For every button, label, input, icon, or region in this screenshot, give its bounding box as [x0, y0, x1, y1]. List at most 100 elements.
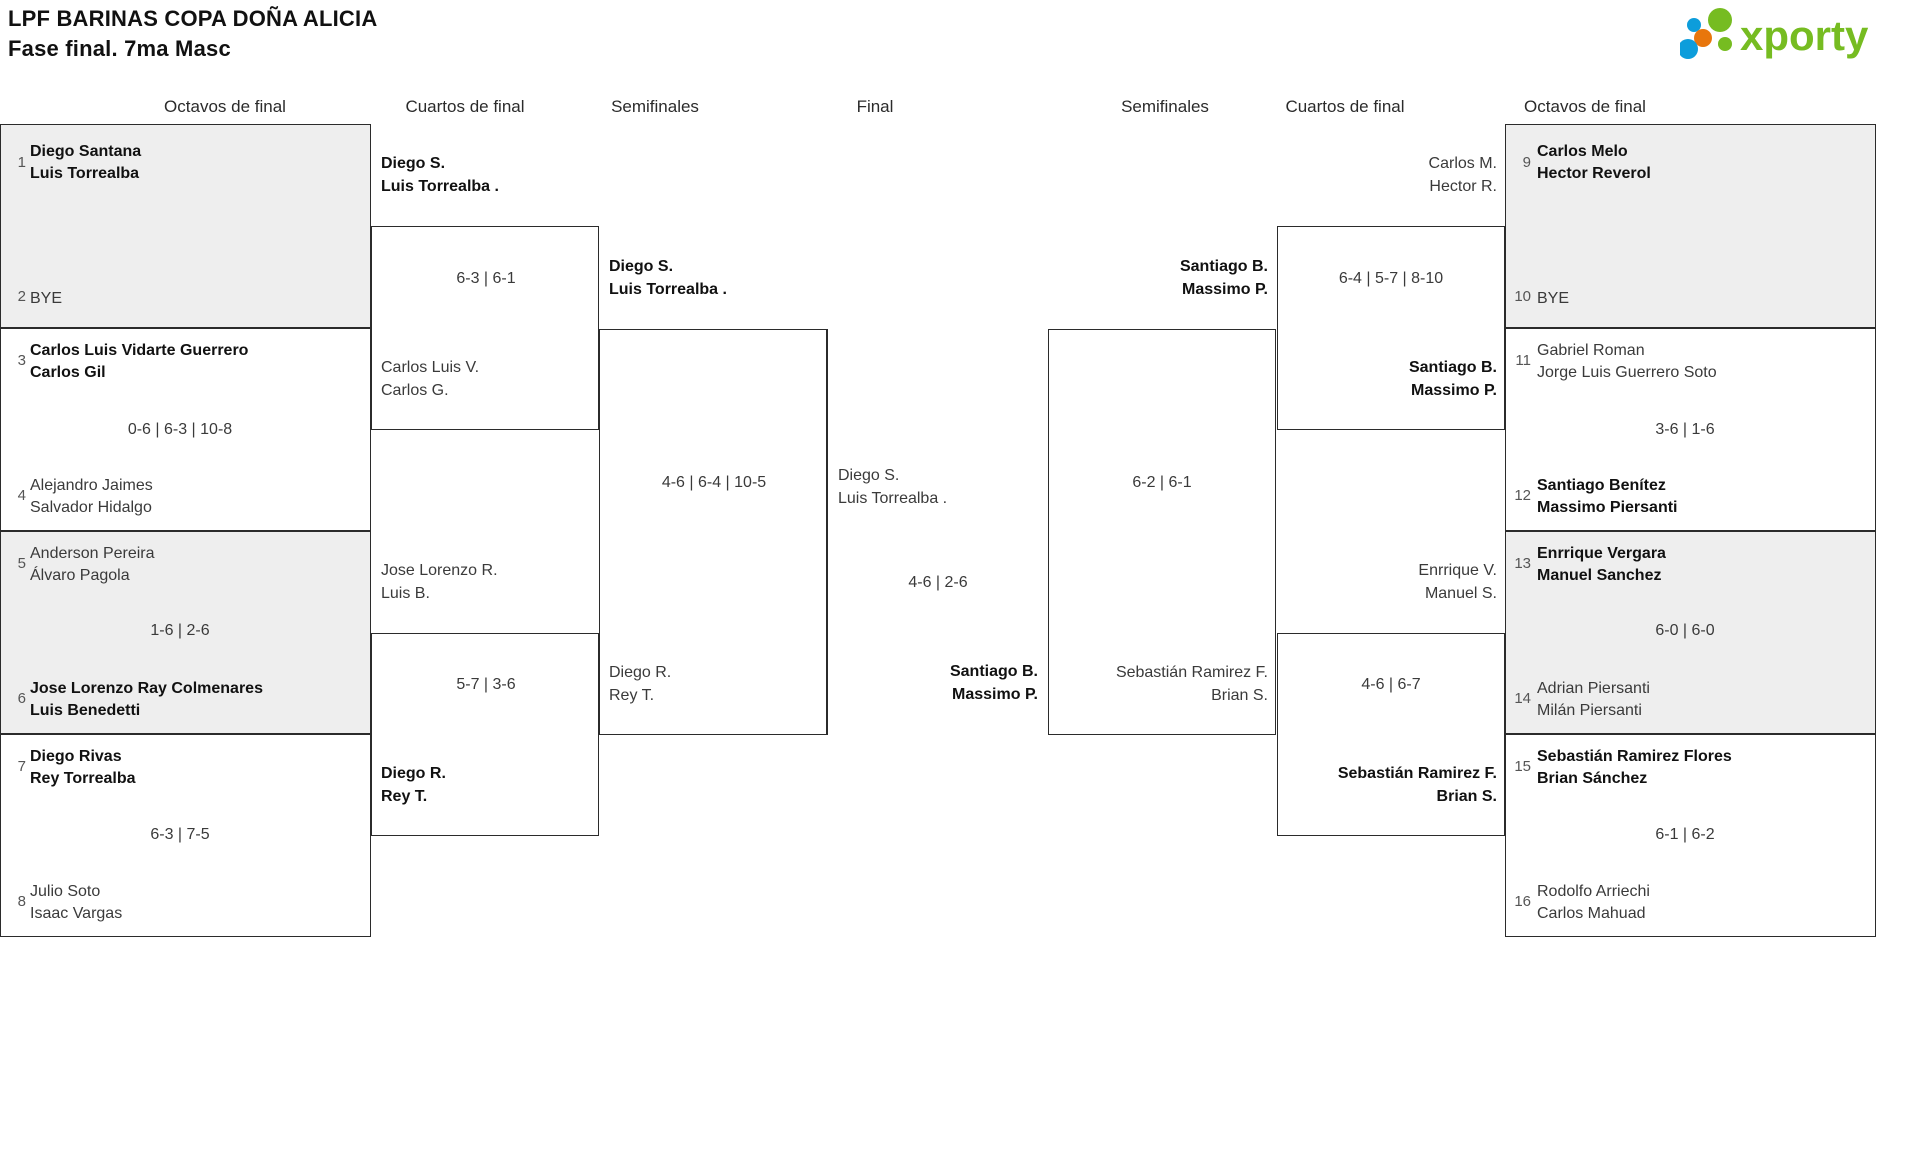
- match-box-l16-4[interactable]: [0, 734, 371, 937]
- score-l16-3: 1-6 | 2-6: [150, 622, 210, 639]
- seed-7: 7: [17, 758, 26, 775]
- match-box-lsf-1[interactable]: [599, 329, 827, 735]
- player-r16-15-line1: Sebastián Ramirez Flores: [1537, 748, 1732, 765]
- player-lsf-1-line2: Luis Torrealba .: [609, 281, 727, 298]
- player-l16-8-line1: Julio Soto: [30, 883, 101, 900]
- player-lqf-3-line1: Jose Lorenzo R.: [381, 562, 498, 579]
- player-final-2-line1: Santiago B.: [949, 663, 1038, 680]
- player-lsf-2-line2: Rey T.: [609, 687, 655, 704]
- final-divider-left: [827, 329, 828, 735]
- match-box-r16-4[interactable]: [1505, 734, 1876, 937]
- player-l16-3-line2: Carlos Gil: [30, 364, 106, 381]
- player-rqf-3-line2: Manuel S.: [1424, 585, 1497, 602]
- seed-8: 8: [17, 893, 26, 910]
- player-r16-13-line1: Enrrique Vergara: [1537, 545, 1666, 562]
- seed-12: 12: [1514, 487, 1531, 504]
- round-header-final: Final: [856, 97, 894, 116]
- score-rqf-1: 6-4 | 5-7 | 8-10: [1338, 270, 1444, 287]
- seed-9: 9: [1522, 154, 1531, 171]
- player-l16-7-line1: Diego Rivas: [30, 748, 122, 765]
- player-rsf-1-line1: Santiago B.: [1179, 258, 1268, 275]
- logo-dot-orange: [1694, 29, 1712, 47]
- match-box-rsf-1[interactable]: [1048, 329, 1276, 735]
- player-lsf-1-line1: Diego S.: [609, 258, 674, 275]
- player-l16-5-line2: Álvaro Pagola: [30, 567, 130, 584]
- player-rqf-1-line1: Carlos M.: [1428, 155, 1497, 172]
- player-l16-8-line2: Isaac Vargas: [30, 905, 123, 922]
- seed-4: 4: [17, 487, 26, 504]
- seed-3: 3: [17, 352, 26, 369]
- player-l16-6-line2: Luis Benedetti: [30, 702, 141, 719]
- score-lsf-1: 4-6 | 6-4 | 10-5: [661, 474, 767, 491]
- score-lqf-1: 6-3 | 6-1: [456, 270, 516, 287]
- logo-dot-blue-small: [1687, 18, 1701, 32]
- player-lsf-2-line1: Diego R.: [609, 664, 672, 681]
- player-lqf-1-line1: Diego S.: [381, 155, 446, 172]
- player-final-1-line2: Luis Torrealba .: [838, 490, 948, 507]
- player-r16-11-line1: Gabriel Roman: [1537, 342, 1645, 359]
- player-rsf-2-line1: Sebastián Ramirez F.: [1115, 664, 1268, 681]
- seed-2: 2: [17, 288, 26, 305]
- match-box-r16-1[interactable]: [1505, 124, 1876, 328]
- match-box-l16-2[interactable]: [0, 328, 371, 531]
- xporty-logo-svg: xporty: [1678, 8, 1869, 59]
- match-box-l16-3[interactable]: [0, 531, 371, 734]
- match-box-lqf-1[interactable]: [371, 226, 599, 430]
- player-l16-7-line2: Rey Torrealba: [30, 770, 136, 787]
- logo-dot-blue-large: [1678, 39, 1698, 59]
- player-rqf-4-line1: Sebastián Ramirez F.: [1337, 765, 1497, 782]
- logo-dot-green-large: [1708, 8, 1732, 32]
- player-l16-1-line1: Diego Santana: [30, 143, 142, 160]
- player-rqf-3-line1: Enrrique V.: [1418, 562, 1497, 579]
- seed-15: 15: [1514, 758, 1531, 775]
- player-r16-15-line2: Brian Sánchez: [1537, 770, 1648, 787]
- player-rqf-2-line2: Massimo P.: [1411, 382, 1497, 399]
- score-lqf-2: 5-7 | 3-6: [456, 676, 516, 693]
- player-l16-4-line1: Alejandro Jaimes: [30, 477, 153, 494]
- player-l16-5-line1: Anderson Pereira: [30, 545, 155, 562]
- seed-16: 16: [1514, 893, 1531, 910]
- player-r16-12-line2: Massimo Piersanti: [1537, 499, 1678, 516]
- player-l16-6-line1: Jose Lorenzo Ray Colmenares: [30, 680, 263, 697]
- score-l16-4: 6-3 | 7-5: [150, 826, 210, 843]
- player-lqf-2-line2: Carlos G.: [381, 382, 449, 399]
- seed-1: 1: [17, 154, 26, 171]
- player-l16-3-line1: Carlos Luis Vidarte Guerrero: [30, 342, 249, 359]
- score-r16-3: 6-0 | 6-0: [1655, 622, 1715, 639]
- score-rsf-1: 6-2 | 6-1: [1132, 474, 1192, 491]
- score-r16-2: 3-6 | 1-6: [1655, 421, 1715, 438]
- player-final-2-line2: Massimo P.: [952, 686, 1038, 703]
- logo-dot-green-small: [1718, 37, 1732, 51]
- seed-13: 13: [1514, 555, 1531, 572]
- player-r16-11-line2: Jorge Luis Guerrero Soto: [1537, 364, 1717, 381]
- player-r16-10-line1: BYE: [1537, 290, 1570, 307]
- match-box-r16-3[interactable]: [1505, 531, 1876, 734]
- score-rqf-2: 4-6 | 6-7: [1361, 676, 1421, 693]
- player-r16-14-line2: Milán Piersanti: [1537, 702, 1642, 719]
- seed-10: 10: [1514, 288, 1531, 305]
- match-box-r16-2[interactable]: [1505, 328, 1876, 531]
- page-title: LPF BARINAS COPA DOÑA ALICIA Fase final.…: [8, 4, 377, 64]
- player-r16-12-line1: Santiago Benítez: [1537, 477, 1666, 494]
- match-box-rqf-1[interactable]: [1277, 226, 1505, 430]
- player-rsf-2-line2: Brian S.: [1211, 687, 1268, 704]
- player-lqf-4-line1: Diego R.: [381, 765, 446, 782]
- seed-6: 6: [17, 690, 26, 707]
- player-lqf-3-line2: Luis B.: [381, 585, 430, 602]
- match-box-lqf-2[interactable]: [371, 633, 599, 836]
- match-box-l16-1[interactable]: [0, 124, 371, 328]
- round-header-right-sf: Semifinales: [1121, 97, 1209, 116]
- player-l16-2-line1: BYE: [30, 290, 63, 307]
- player-rsf-1-line2: Massimo P.: [1182, 281, 1268, 298]
- round-header-left-r16: Octavos de final: [164, 97, 286, 116]
- player-lqf-2-line1: Carlos Luis V.: [381, 359, 480, 376]
- seed-11: 11: [1515, 352, 1531, 369]
- player-r16-9-line2: Hector Reverol: [1537, 165, 1651, 182]
- logo-wordmark: xporty: [1740, 12, 1869, 59]
- match-box-rqf-2[interactable]: [1277, 633, 1505, 836]
- seed-14: 14: [1514, 690, 1531, 707]
- player-r16-16-line1: Rodolfo Arriechi: [1537, 883, 1650, 900]
- player-l16-4-line2: Salvador Hidalgo: [30, 499, 152, 516]
- round-header-left-sf: Semifinales: [611, 97, 699, 116]
- player-rqf-4-line2: Brian S.: [1436, 788, 1497, 805]
